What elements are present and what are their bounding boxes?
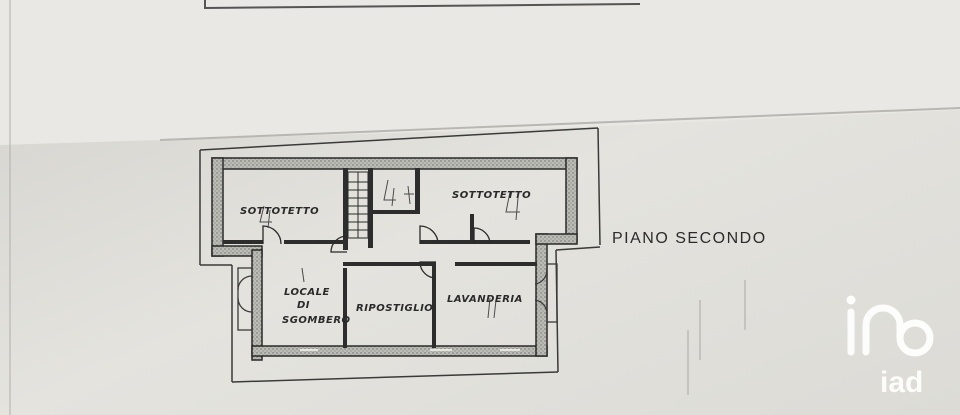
previous-drawing-edge	[204, 3, 641, 9]
upper-sheet	[0, 0, 960, 145]
room-label-lavanderia: LAVANDERIA	[447, 294, 523, 305]
iad-logo-icon	[847, 304, 934, 357]
interior-walls	[223, 168, 537, 348]
door-swing-locale	[262, 225, 282, 245]
room-label-locale-line-3: SGOMBERO	[282, 315, 351, 326]
room-label-locale-line-2: DI	[297, 300, 310, 311]
iad-logo-dot	[846, 295, 856, 305]
door-swing-ripostiglio	[419, 261, 437, 279]
watermark-brand: iad	[880, 366, 923, 399]
door-swing-sottotetto	[419, 225, 439, 245]
door-swings	[262, 225, 491, 279]
drawing-frame	[199, 127, 601, 383]
room-label-ripostiglio: RIPOSTIGLIO	[356, 303, 433, 314]
level-label: PIANO SECONDO	[612, 230, 767, 247]
dormer-left	[237, 267, 253, 331]
sheet-edge	[159, 107, 960, 141]
exterior-walls	[211, 157, 578, 361]
dormer-right	[534, 263, 558, 323]
bleed-through-marks	[687, 280, 746, 395]
room-label-locale-line-1: LOCALE	[284, 287, 330, 298]
room-label-sottotetto-right: SOTTOTETTO	[452, 190, 531, 201]
room-label-sottotetto-left: SOTTOTETTO	[240, 206, 319, 217]
door-swing-lavanderia	[473, 227, 491, 245]
staircase	[347, 171, 369, 239]
door-swing-hall	[330, 235, 348, 253]
handwritten-marks	[259, 179, 520, 319]
